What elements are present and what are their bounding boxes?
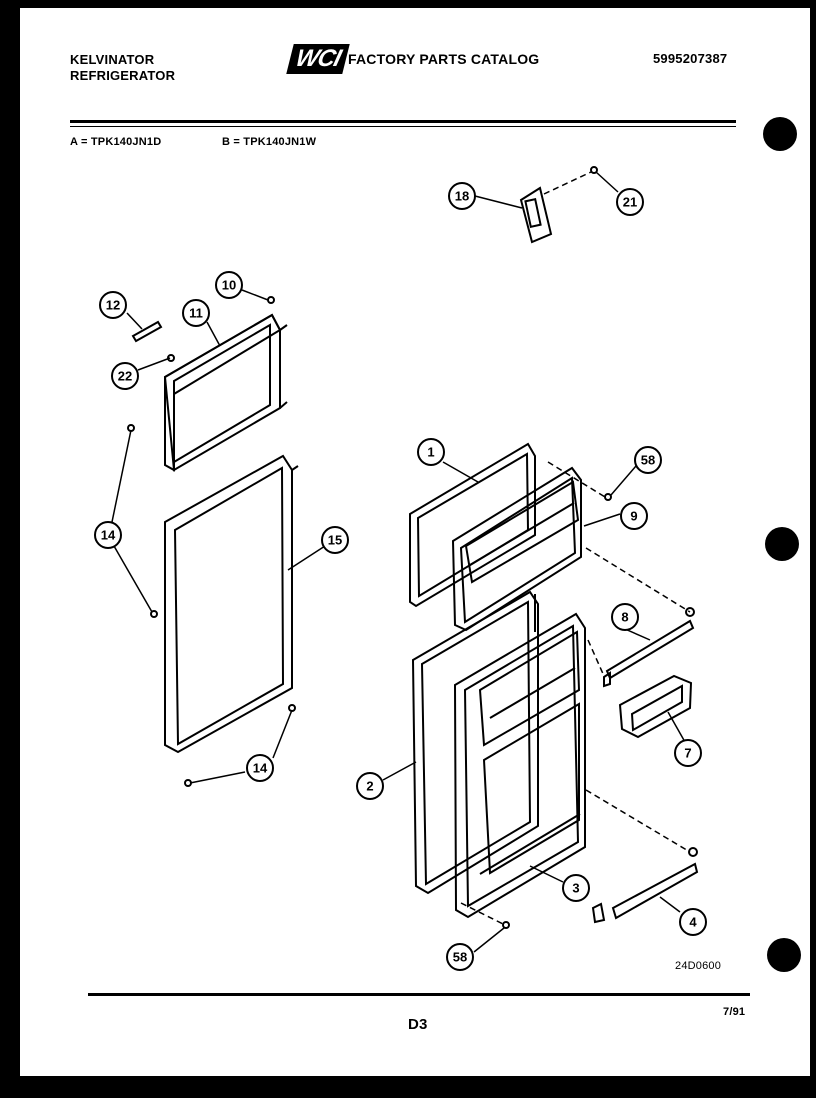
callout-7-label: 7 [684,746,691,761]
page-label: D3 [408,1016,428,1033]
callout-58-top-label: 58 [641,453,655,468]
fresh-food-door-liner-part-3 [453,612,586,919]
header-rule-thick [70,120,736,123]
callout-2 [356,772,384,800]
callout-14-left [94,521,122,549]
callout-10 [215,271,243,299]
callout-18 [448,182,476,210]
callout-18-label: 18 [455,189,469,204]
part-21-screw [590,166,598,174]
callout-12-label: 12 [106,298,120,313]
part-12-bracket [131,320,163,343]
callout-22 [111,362,139,390]
callout-9-label: 9 [630,509,637,524]
part-58-screw-top [604,493,612,501]
part-58-screw-bottom [502,921,510,929]
door-shelf-part-4 [591,847,699,924]
callout-4-label: 4 [689,915,697,930]
callout-14-bottom [246,754,274,782]
handle-part-18 [519,186,553,244]
product-type: REFRIGERATOR [70,68,176,83]
callout-58-bottom-label: 58 [453,950,467,965]
model-a: A = TPK140JN1D [70,136,162,148]
callout-10-label: 10 [222,278,236,293]
part-14-screw-mid [150,610,158,618]
callout-8-label: 8 [621,610,628,625]
callout-3 [562,874,590,902]
callout-14-bottom-label: 14 [253,761,268,776]
callout-15 [321,526,349,554]
binder-hole-middle [765,527,799,561]
model-b: B = TPK140JN1W [222,136,317,148]
freezer-gasket-part-11 [163,313,288,472]
callout-15-label: 15 [328,533,342,548]
callout-11-label: 11 [189,306,203,321]
callout-12 [99,291,127,319]
callout-1 [417,438,445,466]
dairy-compartment-part-7 [618,674,693,739]
callout-2-label: 2 [366,779,373,794]
fresh-food-gasket-part-15 [164,454,299,754]
freezer-door-liner-part-9 [451,466,582,632]
callout-21-label: 21 [623,195,637,210]
callout-7 [674,739,702,767]
revision-date: 7/91 [723,1006,746,1018]
callout-22-label: 22 [118,369,132,384]
callout-58-top [634,446,662,474]
callout-8 [611,603,639,631]
brand-block: KELVINATOR REFRIGERATOR [70,52,175,84]
callout-11 [182,299,210,327]
callout-9 [620,502,648,530]
catalog-sheet [20,8,810,1076]
callout-21 [616,188,644,216]
header-rule-thin [70,126,736,127]
callout-14-left-label: 14 [101,528,116,543]
callout-4 [679,908,707,936]
catalog-number: 5995207387 [653,51,728,66]
binder-hole-top [763,117,797,151]
callout-3-label: 3 [572,881,579,896]
callout-58-bottom [446,943,474,971]
catalog-title: FACTORY PARTS CATALOG [348,51,540,67]
binder-hole-bottom [767,938,801,972]
footer-rule [88,993,750,996]
drawing-code: 24D0600 [675,960,722,972]
door-shelf-part-8 [603,607,695,688]
part-10-screw [267,296,275,304]
fresh-food-door-gasket-part-2 [411,590,539,895]
brand-name: KELVINATOR [70,52,155,67]
callout-1-label: 1 [427,445,434,460]
